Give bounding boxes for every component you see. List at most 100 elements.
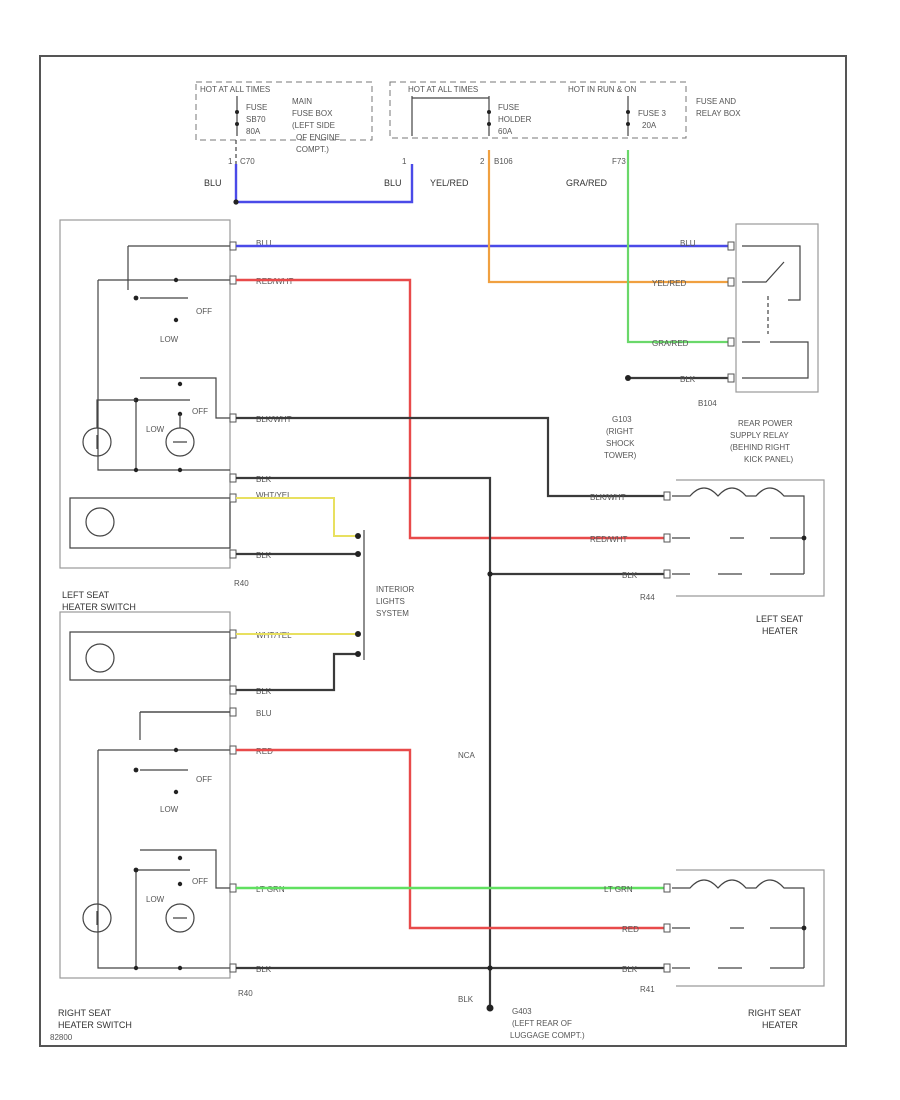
interior-lights-1: INTERIOR bbox=[376, 585, 414, 594]
left-seat-heater: BLK/WHT RED/WHT BLK R44 LEFT SEAT HEATER bbox=[590, 479, 825, 636]
wire-blk-trunk bbox=[236, 476, 492, 1008]
ground-bottom-wire: BLK bbox=[458, 995, 474, 1004]
fuse-mid-connector: B106 bbox=[494, 157, 513, 166]
right-heater-connector: R41 bbox=[640, 985, 655, 994]
fuse-mid-wire-right: YEL/RED bbox=[430, 178, 469, 188]
left-heater-title-1: LEFT SEAT bbox=[756, 614, 804, 624]
fuse-left-pin: 1 bbox=[228, 157, 233, 166]
fuse-right-line-1: FUSE 3 bbox=[638, 109, 667, 118]
fuse-left-header: HOT AT ALL TIMES bbox=[200, 85, 270, 94]
left-switch-off-2: OFF bbox=[192, 407, 208, 416]
fuse-mid-holder-1: FUSE bbox=[498, 103, 519, 112]
relay-connector: B104 bbox=[698, 399, 717, 408]
fuse-left-box-2: FUSE BOX bbox=[292, 109, 333, 118]
wire-yelred bbox=[487, 150, 728, 284]
left-switch-low-2: LOW bbox=[146, 425, 165, 434]
relay-title-3: (BEHIND RIGHT bbox=[730, 443, 790, 452]
right-switch-lamp-2 bbox=[165, 903, 195, 933]
right-switch-wire-red: RED bbox=[256, 747, 273, 756]
right-switch-pins: WHT/YEL BLK BLU RED LT GRN BLK bbox=[229, 629, 292, 974]
right-heater-title-2: HEATER bbox=[762, 1020, 798, 1030]
left-heater-title-2: HEATER bbox=[762, 626, 798, 636]
right-heater-wire-blk: BLK bbox=[622, 965, 638, 974]
right-heater-wire-ltgrn: LT GRN bbox=[604, 885, 633, 894]
left-switch-low: LOW bbox=[160, 335, 179, 344]
fuse-mid-pin-left: 1 bbox=[402, 157, 407, 166]
right-switch-lamp-1 bbox=[82, 903, 112, 933]
relay-pin-blk: BLK bbox=[680, 375, 696, 384]
left-switch-wire-whtyel: WHT/YEL bbox=[256, 491, 292, 500]
fuse-left-wire: BLU bbox=[204, 178, 222, 188]
wire-redwht bbox=[236, 278, 664, 540]
relay-title-2: SUPPLY RELAY bbox=[730, 431, 789, 440]
page-id: 82800 bbox=[50, 1033, 73, 1042]
right-switch-wire-blk: BLK bbox=[256, 687, 272, 696]
diagram-frame bbox=[39, 55, 847, 1047]
left-switch-wire-blk-2: BLK bbox=[256, 551, 272, 560]
fuse-left-connector: C70 bbox=[240, 157, 255, 166]
fuse-mid-header: HOT AT ALL TIMES bbox=[408, 85, 478, 94]
right-switch-illum-lamp bbox=[85, 643, 115, 673]
ground-mid-2: (RIGHT bbox=[606, 427, 634, 436]
wire-blkwht bbox=[236, 416, 664, 498]
left-switch-connector: R40 bbox=[234, 579, 249, 588]
left-heater-wire-redwht: RED/WHT bbox=[590, 535, 627, 544]
fuse-right-box-2: RELAY BOX bbox=[696, 109, 741, 118]
harness-label: NCA bbox=[458, 751, 476, 760]
right-switch-low-2: LOW bbox=[146, 895, 165, 904]
left-switch-wire-blu: BLU bbox=[256, 239, 272, 248]
right-switch-wire-blk-2: BLK bbox=[256, 965, 272, 974]
fuse-left-box-1: MAIN bbox=[292, 97, 312, 106]
fuse-left-box-5: COMPT.) bbox=[296, 145, 329, 154]
relay-pin-blu: BLU bbox=[680, 239, 696, 248]
fuse-left-line-2: SB70 bbox=[246, 115, 266, 124]
right-switch-wire-blu: BLU bbox=[256, 709, 272, 718]
right-switch-wire-whtyel: WHT/YEL bbox=[256, 631, 292, 640]
right-switch-wire-ltgrn: LT GRN bbox=[256, 885, 285, 894]
fuse-left-box-3: (LEFT SIDE bbox=[292, 121, 335, 130]
left-heater-connector: R44 bbox=[640, 593, 655, 602]
ground-mid-1: G103 bbox=[612, 415, 632, 424]
right-switch-off-2: OFF bbox=[192, 877, 208, 886]
relay-pin-yelred: YEL/RED bbox=[652, 279, 686, 288]
interior-lights-2: LIGHTS bbox=[376, 597, 405, 606]
fuse-mid-right-group: HOT AT ALL TIMES HOT IN RUN & ON FUSE HO… bbox=[384, 81, 741, 188]
left-switch-wire-blk: BLK bbox=[256, 475, 272, 484]
interior-lights-3: SYSTEM bbox=[376, 609, 409, 618]
relay-title-4: KICK PANEL) bbox=[744, 455, 794, 464]
wire-grared bbox=[626, 150, 728, 344]
ground-g103: G103 (RIGHT SHOCK TOWER) bbox=[604, 415, 637, 460]
fuse-right-line-2: 20A bbox=[642, 121, 657, 130]
fuse-right-connector: F73 bbox=[612, 157, 626, 166]
fuse-mid-holder-2: HOLDER bbox=[498, 115, 532, 124]
wire-blk-illum-right bbox=[236, 652, 358, 692]
fuse-left-group: HOT AT ALL TIMES FUSE SB70 80A MAIN FUSE… bbox=[195, 81, 373, 188]
wire-blu-feed bbox=[234, 164, 414, 204]
right-switch-off: OFF bbox=[196, 775, 212, 784]
relay-title-1: REAR POWER bbox=[738, 419, 793, 428]
ground-g403: BLK G403 (LEFT REAR OF LUGGAGE COMPT.) bbox=[458, 995, 585, 1040]
fuse-right-box-1: FUSE AND bbox=[696, 97, 736, 106]
left-switch-off: OFF bbox=[196, 307, 212, 316]
left-switch-title-1: LEFT SEAT bbox=[62, 590, 110, 600]
right-seat-heater: LT GRN RED BLK R41 RIGHT SEAT HEATER bbox=[604, 869, 825, 1030]
ground-bottom-1: G403 bbox=[512, 1007, 532, 1016]
right-switch-title-2: HEATER SWITCH bbox=[58, 1020, 132, 1030]
fuse-left-line-3: 80A bbox=[246, 127, 261, 136]
fuse-left-box-4: OF ENGINE bbox=[296, 133, 340, 142]
fuse-mid-holder-3: 60A bbox=[498, 127, 513, 136]
left-switch-wire-blkwht: BLK/WHT bbox=[256, 415, 292, 424]
fuse-mid-pin-right: 2 bbox=[480, 157, 485, 166]
wire-red-right bbox=[236, 748, 664, 930]
ground-bottom-2: (LEFT REAR OF bbox=[512, 1019, 572, 1028]
ground-mid-3: SHOCK bbox=[606, 439, 635, 448]
left-heater-wire-blkwht: BLK/WHT bbox=[590, 493, 626, 502]
left-switch-illum-lamp bbox=[85, 507, 115, 537]
right-switch-connector: R40 bbox=[238, 989, 253, 998]
right-heater-wire-red: RED bbox=[622, 925, 639, 934]
relay-pin-grared: GRA/RED bbox=[652, 339, 689, 348]
left-switch-title-2: HEATER SWITCH bbox=[62, 602, 136, 612]
left-switch: OFF LOW OFF LOW R40 LEFT SEAT HEATER SWI… bbox=[59, 219, 249, 612]
fuse-right-wire: GRA/RED bbox=[566, 178, 608, 188]
